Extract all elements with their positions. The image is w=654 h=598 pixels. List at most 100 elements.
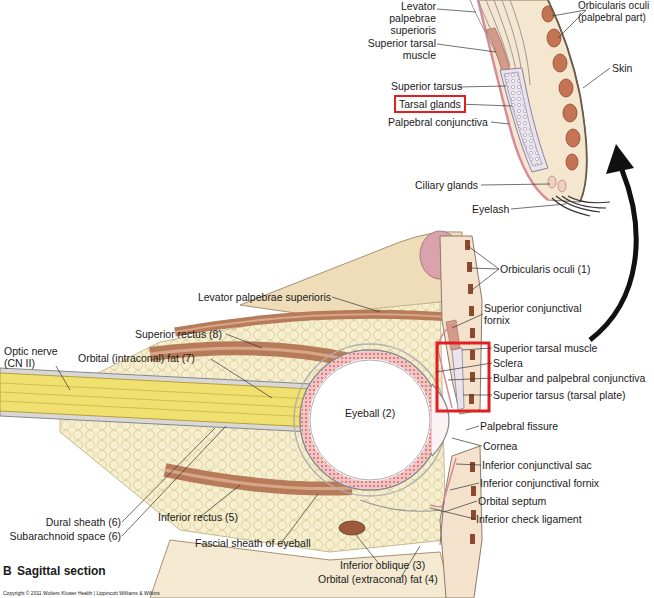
ciliary-gland bbox=[558, 180, 566, 192]
orbicularis-fascicle bbox=[547, 29, 561, 47]
orbicularis-fascicle bbox=[465, 240, 476, 544]
part-label: Palpebral conjunctiva bbox=[388, 116, 488, 128]
part-label: Eyelash bbox=[472, 203, 509, 215]
retina-line bbox=[310, 360, 430, 480]
leader-line bbox=[226, 334, 262, 348]
copyright-notice: Copyright © 2011 Wolters Kluwer Health |… bbox=[3, 591, 160, 597]
orbicularis-fascicle bbox=[465, 240, 470, 250]
orbicularis-fascicle bbox=[471, 486, 476, 496]
part-label: Bulbar and palpebral conjunctiva bbox=[493, 372, 645, 384]
orbicularis-fascicle bbox=[468, 284, 473, 294]
part-label: Cornea bbox=[483, 440, 517, 452]
highlight-box bbox=[437, 343, 489, 411]
leader-line bbox=[462, 348, 492, 350]
orbicularis-fascicle bbox=[469, 394, 474, 404]
highlighted-label-box: Tarsal glands bbox=[394, 95, 466, 113]
eyelid-body bbox=[478, 0, 587, 202]
part-label: Orbital (extraconal) fat (4) bbox=[318, 573, 438, 585]
leader-line bbox=[437, 44, 496, 52]
nerve-fibre bbox=[0, 392, 312, 408]
leader-line bbox=[450, 483, 479, 490]
ciliary-gland bbox=[548, 176, 566, 192]
tarsal-plate bbox=[500, 68, 548, 172]
orbicularis-fascicle bbox=[559, 79, 573, 97]
dural-sheath bbox=[0, 368, 312, 432]
leader-line bbox=[463, 395, 492, 396]
lower-conjunctiva bbox=[430, 458, 456, 507]
leader-line bbox=[452, 438, 482, 446]
lower-eyelid bbox=[440, 446, 482, 598]
tarsal-gland bbox=[504, 72, 542, 166]
conjunctiva-line bbox=[478, 0, 548, 200]
orbicularis-fascicle bbox=[470, 462, 475, 472]
leader-line bbox=[437, 9, 476, 12]
nerve-fibre bbox=[0, 401, 312, 417]
leader-line bbox=[282, 494, 318, 542]
part-label: Superior tarsal muscle bbox=[362, 37, 436, 61]
panel-title: Sagittal section bbox=[17, 565, 106, 579]
orbicularis-fascicle bbox=[566, 129, 580, 147]
leader-line bbox=[56, 246, 499, 579]
part-label: Orbital septum bbox=[478, 495, 546, 507]
eyelash bbox=[552, 198, 590, 216]
cornea bbox=[432, 384, 449, 456]
leader-line bbox=[468, 246, 499, 269]
orbicularis-fascicle bbox=[553, 54, 567, 72]
eyelash bbox=[552, 196, 610, 216]
check-ligament bbox=[360, 500, 440, 511]
fascial-sheath bbox=[294, 344, 446, 496]
orbicularis-fascicle bbox=[469, 306, 474, 316]
panel-letter: B bbox=[3, 565, 12, 579]
choroid-layer bbox=[305, 355, 435, 485]
part-label: Superior tarsal muscle bbox=[493, 342, 597, 354]
eyelash bbox=[568, 196, 610, 203]
sagittal-section bbox=[0, 231, 499, 598]
leader-line bbox=[332, 297, 380, 312]
leader-line bbox=[459, 86, 506, 87]
orbicularis-fascicle bbox=[563, 104, 577, 122]
nerve-fibre bbox=[0, 383, 312, 399]
leader-line bbox=[444, 501, 477, 512]
part-label: Palpebral fissure bbox=[480, 420, 558, 432]
part-label: Orbital (intraconal) fat (7) bbox=[78, 352, 195, 364]
orbital-septum bbox=[440, 500, 444, 545]
orbicularis-fascicle bbox=[566, 154, 578, 170]
part-label: Levator palpebrae superioris bbox=[198, 291, 331, 303]
part-label: Inferior conjunctival fornix bbox=[480, 477, 599, 489]
leader-line bbox=[430, 508, 475, 519]
part-label: Ciliary glands bbox=[415, 179, 478, 191]
orbicularis-fascicle bbox=[470, 372, 475, 382]
choroid-dots bbox=[305, 355, 435, 485]
orbicularis-fascicle bbox=[470, 328, 475, 338]
eyeball bbox=[300, 350, 440, 490]
part-label: Dural sheath (6) bbox=[46, 516, 121, 528]
conjunctiva-line bbox=[438, 324, 455, 408]
leader-line bbox=[211, 359, 272, 398]
part-label: Levator palpebrae superioris bbox=[362, 0, 436, 36]
leader-line bbox=[472, 269, 499, 290]
leader-line bbox=[470, 268, 499, 269]
leader-line bbox=[448, 378, 492, 380]
upper-tarsus bbox=[452, 348, 464, 410]
ciliary-gland bbox=[548, 176, 556, 188]
part-label: Superior rectus (8) bbox=[135, 328, 222, 340]
inferior-oblique bbox=[339, 521, 365, 535]
leader-line bbox=[122, 428, 215, 522]
leader-line bbox=[481, 184, 550, 185]
orbicularis-fascicle bbox=[470, 534, 475, 544]
part-label: Superior tarsus (tarsal plate) bbox=[493, 389, 625, 401]
part-label: Superior tarsus bbox=[391, 80, 462, 92]
part-label: Inferior oblique (3) bbox=[340, 559, 425, 571]
leader-line bbox=[466, 426, 479, 430]
leader-line bbox=[436, 363, 492, 372]
nerve-fibre bbox=[0, 383, 312, 417]
part-label: Fascial sheath of eyeball bbox=[195, 537, 311, 549]
part-label: Orbicularis oculi (1) bbox=[500, 263, 590, 275]
pointer-arrow bbox=[590, 144, 636, 340]
orbicularis-fascicle bbox=[470, 350, 475, 360]
skin-line bbox=[548, 0, 587, 202]
leader-line bbox=[56, 366, 70, 390]
arrow-head bbox=[606, 144, 634, 174]
part-label: Inferior conjunctival sac bbox=[482, 459, 592, 471]
part-label: Subarachnoid space (6) bbox=[10, 530, 122, 542]
